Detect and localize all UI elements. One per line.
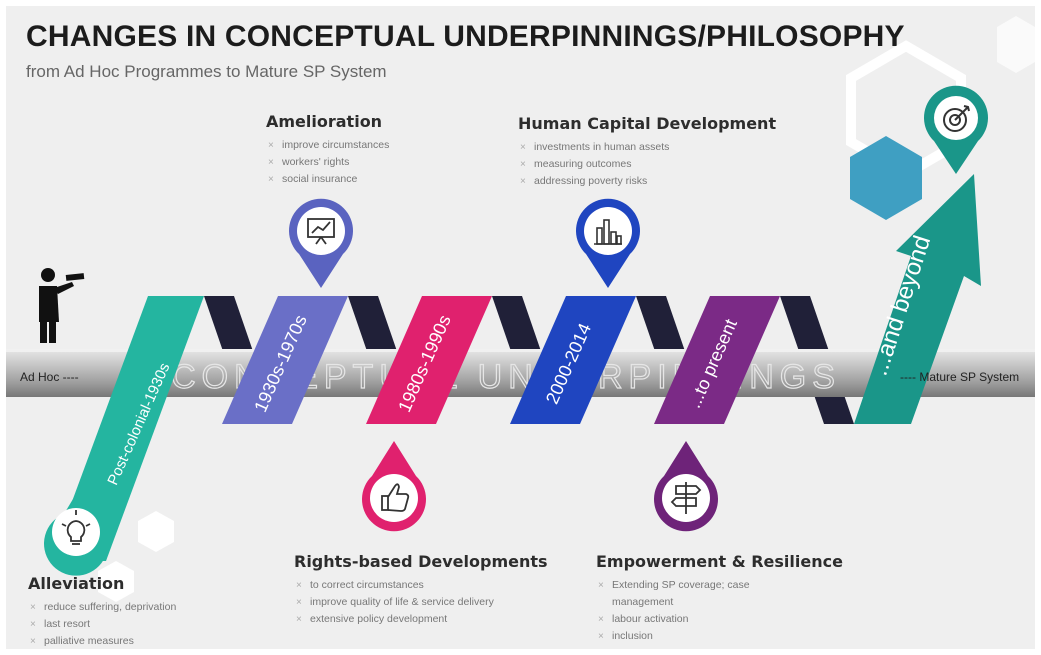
ad-hoc-label: Ad Hoc ---- — [20, 370, 79, 384]
pin-alleviation — [44, 494, 108, 576]
stage-item: investments in human assets — [518, 139, 776, 156]
ribbon-2000-2014 — [510, 296, 636, 424]
target-icon — [943, 105, 970, 132]
stage-item: workers' rights — [266, 154, 389, 171]
hexagon-decoration — [98, 16, 1035, 602]
mature-system-label: ---- Mature SP System — [900, 370, 1020, 384]
ribbon-front-segments — [50, 174, 981, 561]
thumbs-up-icon — [381, 483, 410, 512]
pin-human-capital — [576, 198, 640, 288]
stage-item: last resort — [28, 616, 176, 633]
lightbulb-icon — [61, 510, 91, 545]
bar-chart-icon — [594, 219, 622, 245]
pin-amelioration — [289, 198, 353, 288]
stage-item: addressing poverty risks — [518, 173, 776, 190]
signpost-icon — [670, 482, 702, 514]
stage-item: Extending SP coverage; case — [596, 577, 843, 594]
pin-rights-based — [362, 441, 426, 532]
stage-item: to correct circumstances — [294, 577, 548, 594]
pin-beyond — [924, 85, 989, 174]
stage-rights-based: Rights-based Developments to correct cir… — [294, 552, 548, 628]
stage-human-capital: Human Capital Development investments in… — [518, 114, 776, 190]
stage-item: reduce suffering, deprivation — [28, 599, 176, 616]
presentation-board-icon — [307, 218, 335, 245]
stage-item-continued: management — [612, 596, 674, 608]
ribbon-and-beyond — [854, 174, 981, 424]
stage-item: inclusion — [596, 628, 843, 645]
stage-item: labour activation — [596, 611, 843, 628]
page-subtitle: from Ad Hoc Programmes to Mature SP Syst… — [26, 62, 387, 81]
stage-item: palliative measures — [28, 633, 176, 649]
pin-empowerment — [653, 441, 718, 532]
stage-alleviation: Alleviation reduce suffering, deprivatio… — [28, 574, 176, 649]
ribbon-1930s-1970s — [222, 296, 348, 424]
stage-heading: Alleviation — [28, 574, 125, 593]
page-title: CHANGES IN CONCEPTUAL UNDERPINNINGS/PHIL… — [26, 20, 905, 53]
timeline-graphic: CONCEPTUAL UNDERPINNINGS Post-colonial-1… — [6, 16, 1035, 602]
stage-heading: Empowerment & Resilience — [596, 552, 843, 571]
ribbon-to-present — [654, 296, 780, 424]
stage-item: extensive policy development — [294, 611, 548, 628]
stage-heading: Human Capital Development — [518, 114, 777, 133]
stage-item: measuring outcomes — [518, 156, 776, 173]
ribbon-1980s-1990s — [366, 296, 492, 424]
stage-item: improve circumstances — [266, 137, 389, 154]
infographic-canvas: CHANGES IN CONCEPTUAL UNDERPINNINGS/PHIL… — [6, 6, 1035, 649]
stage-item: social insurance — [266, 171, 389, 188]
stage-item: improve quality of life & service delive… — [294, 594, 548, 611]
ribbon-post-colonial — [50, 296, 204, 561]
man-with-telescope-icon — [39, 268, 85, 343]
stage-heading: Rights-based Developments — [294, 552, 548, 571]
stage-amelioration: Amelioration improve circumstances worke… — [266, 112, 389, 188]
stage-empowerment: Empowerment & Resilience Extending SP co… — [596, 552, 843, 645]
stage-heading: Amelioration — [266, 112, 383, 131]
